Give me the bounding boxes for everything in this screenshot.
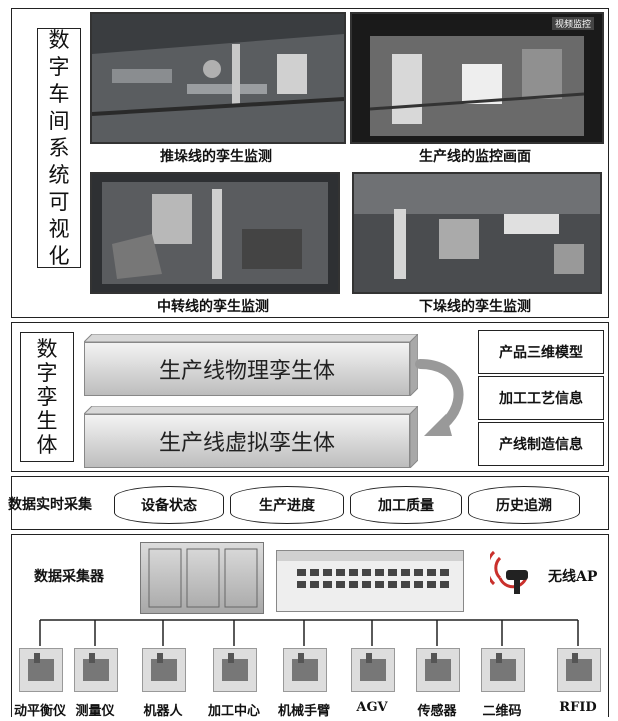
device-label: 加工中心 [207, 704, 260, 719]
factory-render-image [92, 14, 344, 142]
collect-machining-quality: 加工质量 [350, 486, 462, 524]
switch-icon [277, 551, 463, 588]
rfid-icon [557, 648, 601, 692]
digital-twin-title: 数字孪生体 [20, 332, 74, 462]
visualization-title-char: 化 [48, 243, 70, 268]
twin-title-char: 生 [36, 409, 58, 433]
robotic-arm-icon [283, 648, 327, 692]
device-connector-lines [39, 619, 579, 646]
agv-icon [351, 648, 395, 692]
wireless-ap-icon [490, 550, 528, 594]
physical-twin-label: 生产线物理孪生体 [84, 342, 410, 396]
caption-transfer-line: 中转线的孪生监测 [157, 299, 269, 315]
visualization-title-char: 字 [48, 54, 70, 79]
physical-twin-block: 生产线物理孪生体 [84, 334, 418, 396]
barcode-scanner-icon [481, 648, 525, 692]
collect-device-status: 设备状态 [114, 486, 224, 524]
device-label: 机器人 [143, 704, 183, 719]
device-label: RFID [559, 700, 597, 715]
twin-title-char: 孪 [36, 385, 58, 409]
visualization-title-char: 可 [48, 189, 70, 214]
device-label: 测量仪 [75, 704, 115, 719]
visualization-title-char: 统 [48, 162, 70, 187]
screen-unstacking-line [352, 172, 602, 294]
twin-title-char: 数 [36, 337, 58, 361]
visualization-title-char: 车 [48, 81, 70, 106]
factory-render-image [354, 174, 600, 292]
device-label: AGV [356, 700, 388, 715]
twin-title-char: 体 [36, 433, 58, 457]
screen-transfer-line [90, 172, 340, 294]
monitoring-overlay-label: 视频监控 [551, 17, 594, 30]
network-switch-image [276, 550, 464, 612]
caption-unstacking-line: 下垛线的孪生监测 [419, 299, 531, 315]
sensor-icon [416, 648, 460, 692]
factory-render-image [92, 174, 338, 292]
info-manufacturing-info: 产线制造信息 [478, 422, 604, 466]
info-process-info: 加工工艺信息 [478, 376, 604, 420]
visualization-title-char: 视 [48, 216, 70, 241]
caption-stacking-line: 推垛线的孪生监测 [160, 149, 272, 165]
monitoring-camera-image [352, 14, 602, 142]
info-product-3d-model: 产品三维模型 [478, 330, 604, 374]
screen-stacking-line [90, 12, 346, 144]
device-label: 二维码 [482, 704, 522, 719]
block-3d-shape [84, 334, 418, 396]
caption-monitoring-video: 生产线的监控画面 [419, 149, 531, 165]
device-label: 机械手臂 [277, 704, 330, 719]
virtual-twin-label: 生产线虚拟孪生体 [84, 414, 410, 468]
wireless-ap-label: 无线AP [548, 569, 598, 585]
measuring-instrument-icon [74, 648, 118, 692]
visualization-title-char: 数 [48, 27, 70, 52]
device-label: 传感器 [417, 704, 457, 719]
twin-sync-arrow-icon [415, 359, 464, 436]
screen-monitoring-video: 视频监控 [350, 12, 604, 144]
balancer-icon [19, 648, 63, 692]
robot-icon [142, 648, 186, 692]
visualization-title-char: 间 [48, 108, 70, 133]
collect-history-trace: 历史追溯 [468, 486, 580, 524]
collect-production-progress: 生产进度 [230, 486, 344, 524]
visualization-title: 数字车间系统可视化 [37, 28, 81, 268]
virtual-twin-block: 生产线虚拟孪生体 [84, 406, 418, 468]
device-label: 动平衡仪 [13, 704, 66, 719]
collector-label: 数据采集器 [34, 569, 104, 585]
machining-center-icon [213, 648, 257, 692]
cabinet-icon [148, 548, 258, 608]
visualization-title-char: 系 [48, 135, 70, 160]
twin-title-char: 字 [36, 361, 58, 385]
data-collection-label: 数据实时采集 [8, 497, 92, 513]
collector-cabinet-image [140, 542, 264, 614]
